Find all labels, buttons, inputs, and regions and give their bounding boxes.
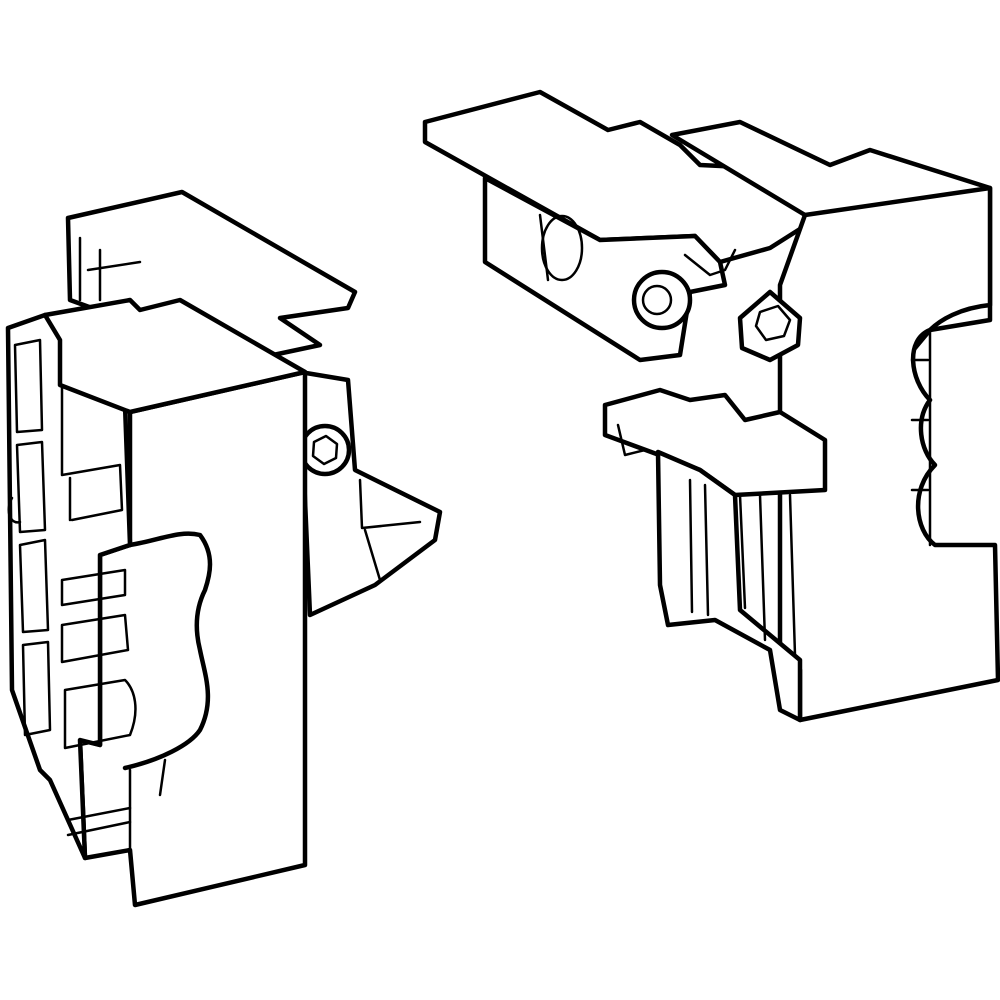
left-side-tab — [297, 369, 443, 618]
right-bracket — [422, 89, 1000, 723]
left-bracket — [5, 189, 443, 908]
right-hex-screw-icon — [737, 289, 803, 363]
right-front-block — [777, 185, 1000, 723]
left-screw-icon — [298, 423, 352, 477]
left-clip-cutout — [122, 531, 213, 771]
left-body-top — [42, 297, 308, 415]
right-lower-rails — [655, 449, 803, 723]
right-screw-icon — [631, 269, 693, 331]
right-arm-hole-icon — [540, 214, 584, 282]
